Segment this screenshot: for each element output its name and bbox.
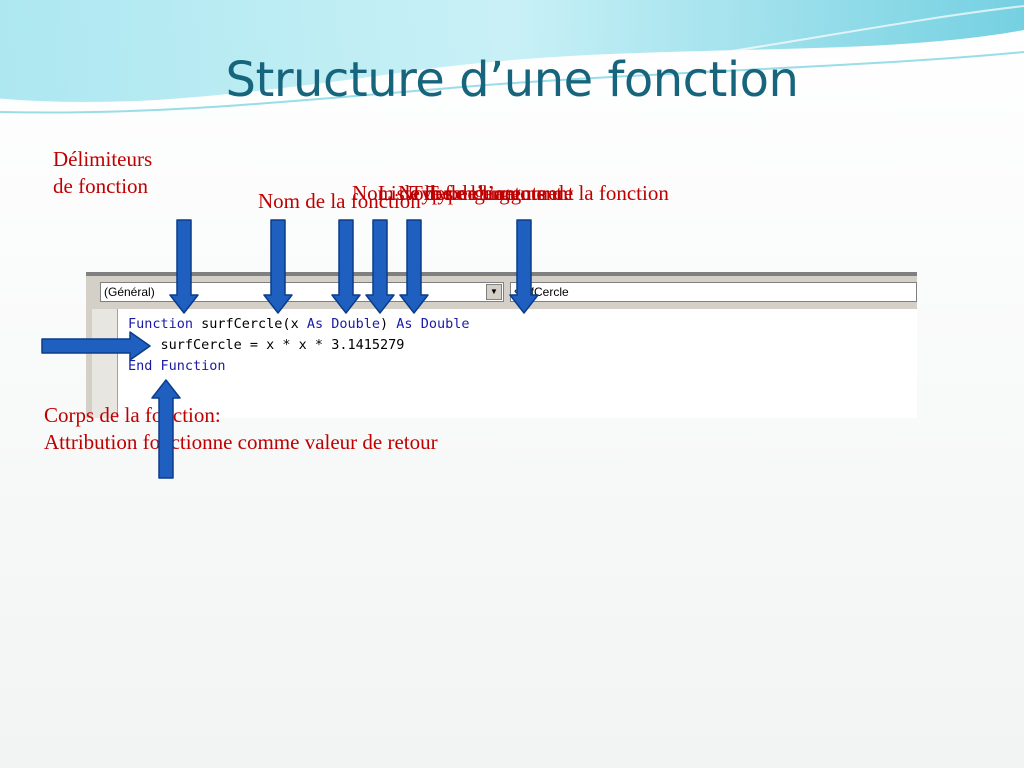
object-combo[interactable]: (Général) ▼ bbox=[100, 282, 504, 302]
label-body-line1: Corps de la fonction: bbox=[44, 403, 221, 427]
code-text: surfCercle = x * x * 3.1415279 bbox=[128, 337, 405, 353]
keyword: As bbox=[306, 316, 324, 332]
label-delimiters-line1: Délimiteurs bbox=[53, 147, 153, 171]
label-argument-name: Nom de l’argument bbox=[398, 181, 563, 205]
chevron-down-icon[interactable]: ▼ bbox=[486, 284, 502, 300]
keyword: Double bbox=[331, 316, 381, 332]
editor-top-border bbox=[86, 272, 917, 276]
object-combo-value: (Général) bbox=[104, 285, 155, 299]
keyword: Double bbox=[420, 316, 470, 332]
keyword: Function bbox=[128, 316, 194, 332]
code-text bbox=[152, 358, 160, 374]
keyword: As bbox=[396, 316, 413, 332]
label-body-line2: Attribution fonctionne comme valeur de r… bbox=[44, 430, 438, 454]
label-argument-type: Type de l’argument bbox=[410, 181, 574, 205]
code-margin-bar bbox=[92, 309, 118, 418]
label-delimiters: Délimiteurs de fonction bbox=[53, 146, 152, 200]
label-delimiters-line2: de fonction bbox=[53, 174, 149, 198]
procedure-combo-value: surfCercle bbox=[514, 285, 569, 299]
label-return-type: Type de retour de la fonction bbox=[426, 181, 669, 205]
keyword: Function bbox=[160, 358, 226, 374]
procedure-combo[interactable]: surfCercle bbox=[510, 282, 917, 302]
label-function-name: Nom de la fonction bbox=[258, 189, 421, 213]
editor-combo-bar: (Général) ▼ surfCercle bbox=[92, 279, 917, 306]
code-text: surfCercle(x bbox=[193, 316, 307, 332]
code-line-1: Function surfCercle(x As Double) As Doub… bbox=[128, 315, 469, 333]
code-text bbox=[323, 316, 331, 332]
code-text: ) bbox=[380, 316, 397, 332]
label-argument-list: Liste des arguments bbox=[378, 181, 546, 205]
code-line-2: surfCercle = x * x * 3.1415279 bbox=[128, 336, 405, 354]
slide-title: Structure d’une fonction bbox=[225, 52, 799, 108]
code-text bbox=[413, 316, 421, 332]
label-function-body: Corps de la fonction: Attribution foncti… bbox=[44, 402, 438, 456]
vba-editor-window: (Général) ▼ surfCercle Function surfCerc… bbox=[86, 272, 917, 418]
code-pane[interactable]: Function surfCercle(x As Double) As Doub… bbox=[92, 309, 917, 418]
label-stacked-function-name: Nom de la fonction bbox=[352, 181, 515, 205]
keyword: End bbox=[128, 358, 153, 374]
code-line-3: End Function bbox=[128, 357, 226, 375]
